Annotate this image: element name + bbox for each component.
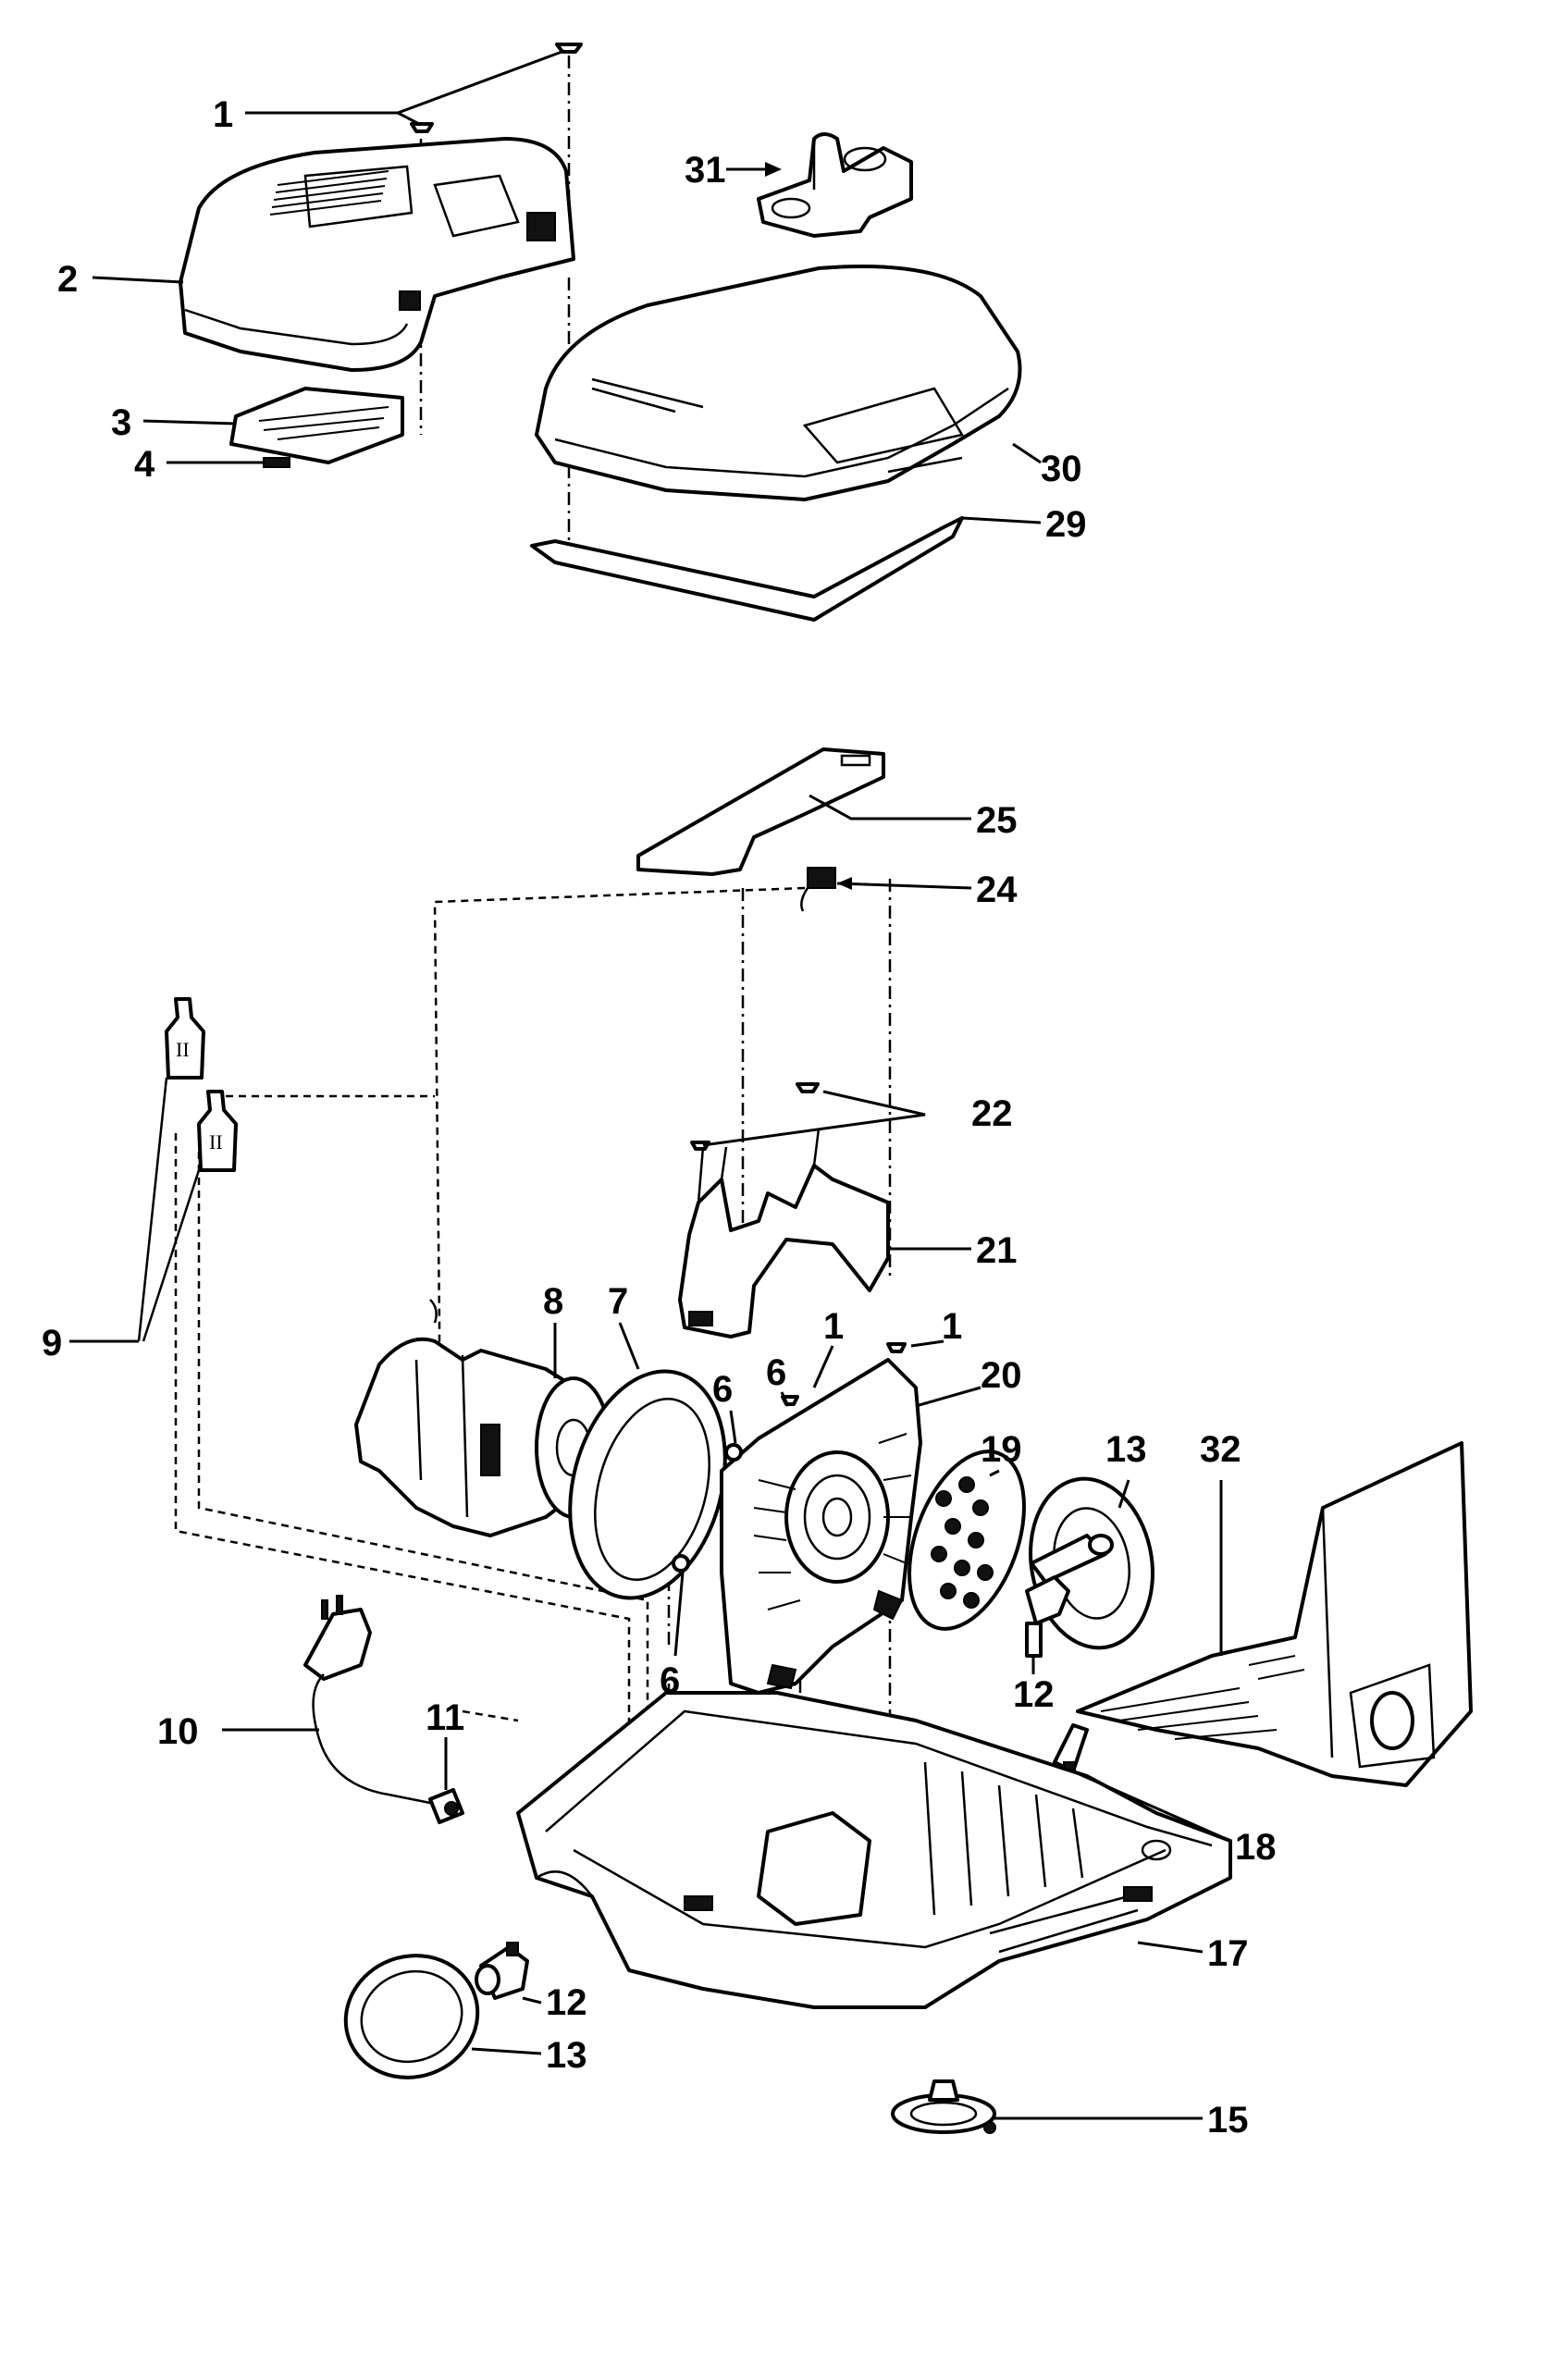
cover-part-30 — [535, 265, 1022, 501]
strip-part-29 — [530, 516, 964, 622]
dust-bag-part-32 — [1076, 1441, 1473, 1787]
callout-8: 8 — [543, 1281, 563, 1322]
callout-9: 9 — [42, 1323, 62, 1363]
callout-20: 20 — [981, 1355, 1022, 1396]
axle-part-12-left — [475, 1942, 529, 2000]
callout-7: 7 — [608, 1281, 628, 1322]
callout-17: 17 — [1207, 1933, 1249, 1974]
callout-3: 3 — [111, 402, 131, 443]
motor-part-8 — [354, 1299, 612, 1537]
bracket-part-31 — [757, 132, 913, 238]
strain-relief-part-11 — [428, 1788, 464, 1824]
svg-text:II: II — [176, 1038, 190, 1061]
callout-13-left: 13 — [546, 2035, 587, 2076]
callout-1-middle-left: 1 — [823, 1306, 844, 1347]
callout-24: 24 — [976, 870, 1018, 910]
callout-21: 21 — [976, 1230, 1018, 1271]
callout-19: 19 — [981, 1429, 1022, 1470]
wheel-part-13-left — [343, 1954, 480, 2079]
callout-2: 2 — [57, 259, 78, 300]
callout-1-middle-right: 1 — [942, 1306, 962, 1347]
circuit-board-part-3 — [229, 387, 404, 464]
clip-part-18 — [1053, 1723, 1089, 1773]
leader-lines — [69, 49, 1231, 2120]
base-part-17 — [516, 1691, 1232, 2009]
switch-part-24 — [800, 867, 836, 912]
filter-part-19 — [907, 1450, 1026, 1631]
assembly-lines-top — [419, 56, 571, 546]
screw-part-1-middle — [886, 1342, 907, 1353]
screw-part-1-top — [410, 43, 583, 133]
callout-31: 31 — [685, 150, 726, 191]
callout-12-right: 12 — [1013, 1674, 1055, 1715]
caster-part-15 — [891, 2079, 996, 2134]
callout-11: 11 — [426, 1697, 464, 1738]
callout-4: 4 — [134, 444, 155, 485]
housing-part-21 — [678, 1128, 890, 1339]
callout-18: 18 — [1235, 1827, 1277, 1868]
callout-10: 10 — [157, 1711, 199, 1752]
callout-32: 32 — [1200, 1429, 1241, 1470]
callout-6-middle: 6 — [712, 1369, 733, 1410]
callout-13-right: 13 — [1105, 1429, 1147, 1470]
power-cord-part-10 — [303, 1595, 436, 1806]
gasket-part-7 — [568, 1369, 727, 1600]
callout-6-upper: 6 — [766, 1352, 786, 1393]
callout-25: 25 — [976, 800, 1018, 841]
callout-30: 30 — [1041, 449, 1082, 489]
callout-22: 22 — [971, 1093, 1013, 1134]
part-6-small — [672, 1395, 799, 1573]
callout-labels: 1 2 3 4 31 30 29 25 24 9 22 21 8 7 1 1 6… — [42, 94, 1277, 2141]
fan-housing-part-20 — [720, 1358, 922, 1695]
callout-29: 29 — [1045, 504, 1087, 545]
handle-part-25 — [636, 747, 885, 876]
screw-part-22 — [690, 1082, 820, 1151]
axle-part-12-right — [1025, 1575, 1070, 1658]
callout-1-top: 1 — [213, 94, 233, 135]
clip-part-4 — [263, 457, 290, 468]
callout-6-lower: 6 — [660, 1660, 680, 1701]
connectors-part-9: II II — [137, 997, 238, 1342]
callout-12-left: 12 — [546, 1982, 587, 2023]
cover-part-2 — [179, 137, 575, 372]
callout-15: 15 — [1207, 2100, 1249, 2141]
svg-text:II: II — [209, 1130, 223, 1154]
